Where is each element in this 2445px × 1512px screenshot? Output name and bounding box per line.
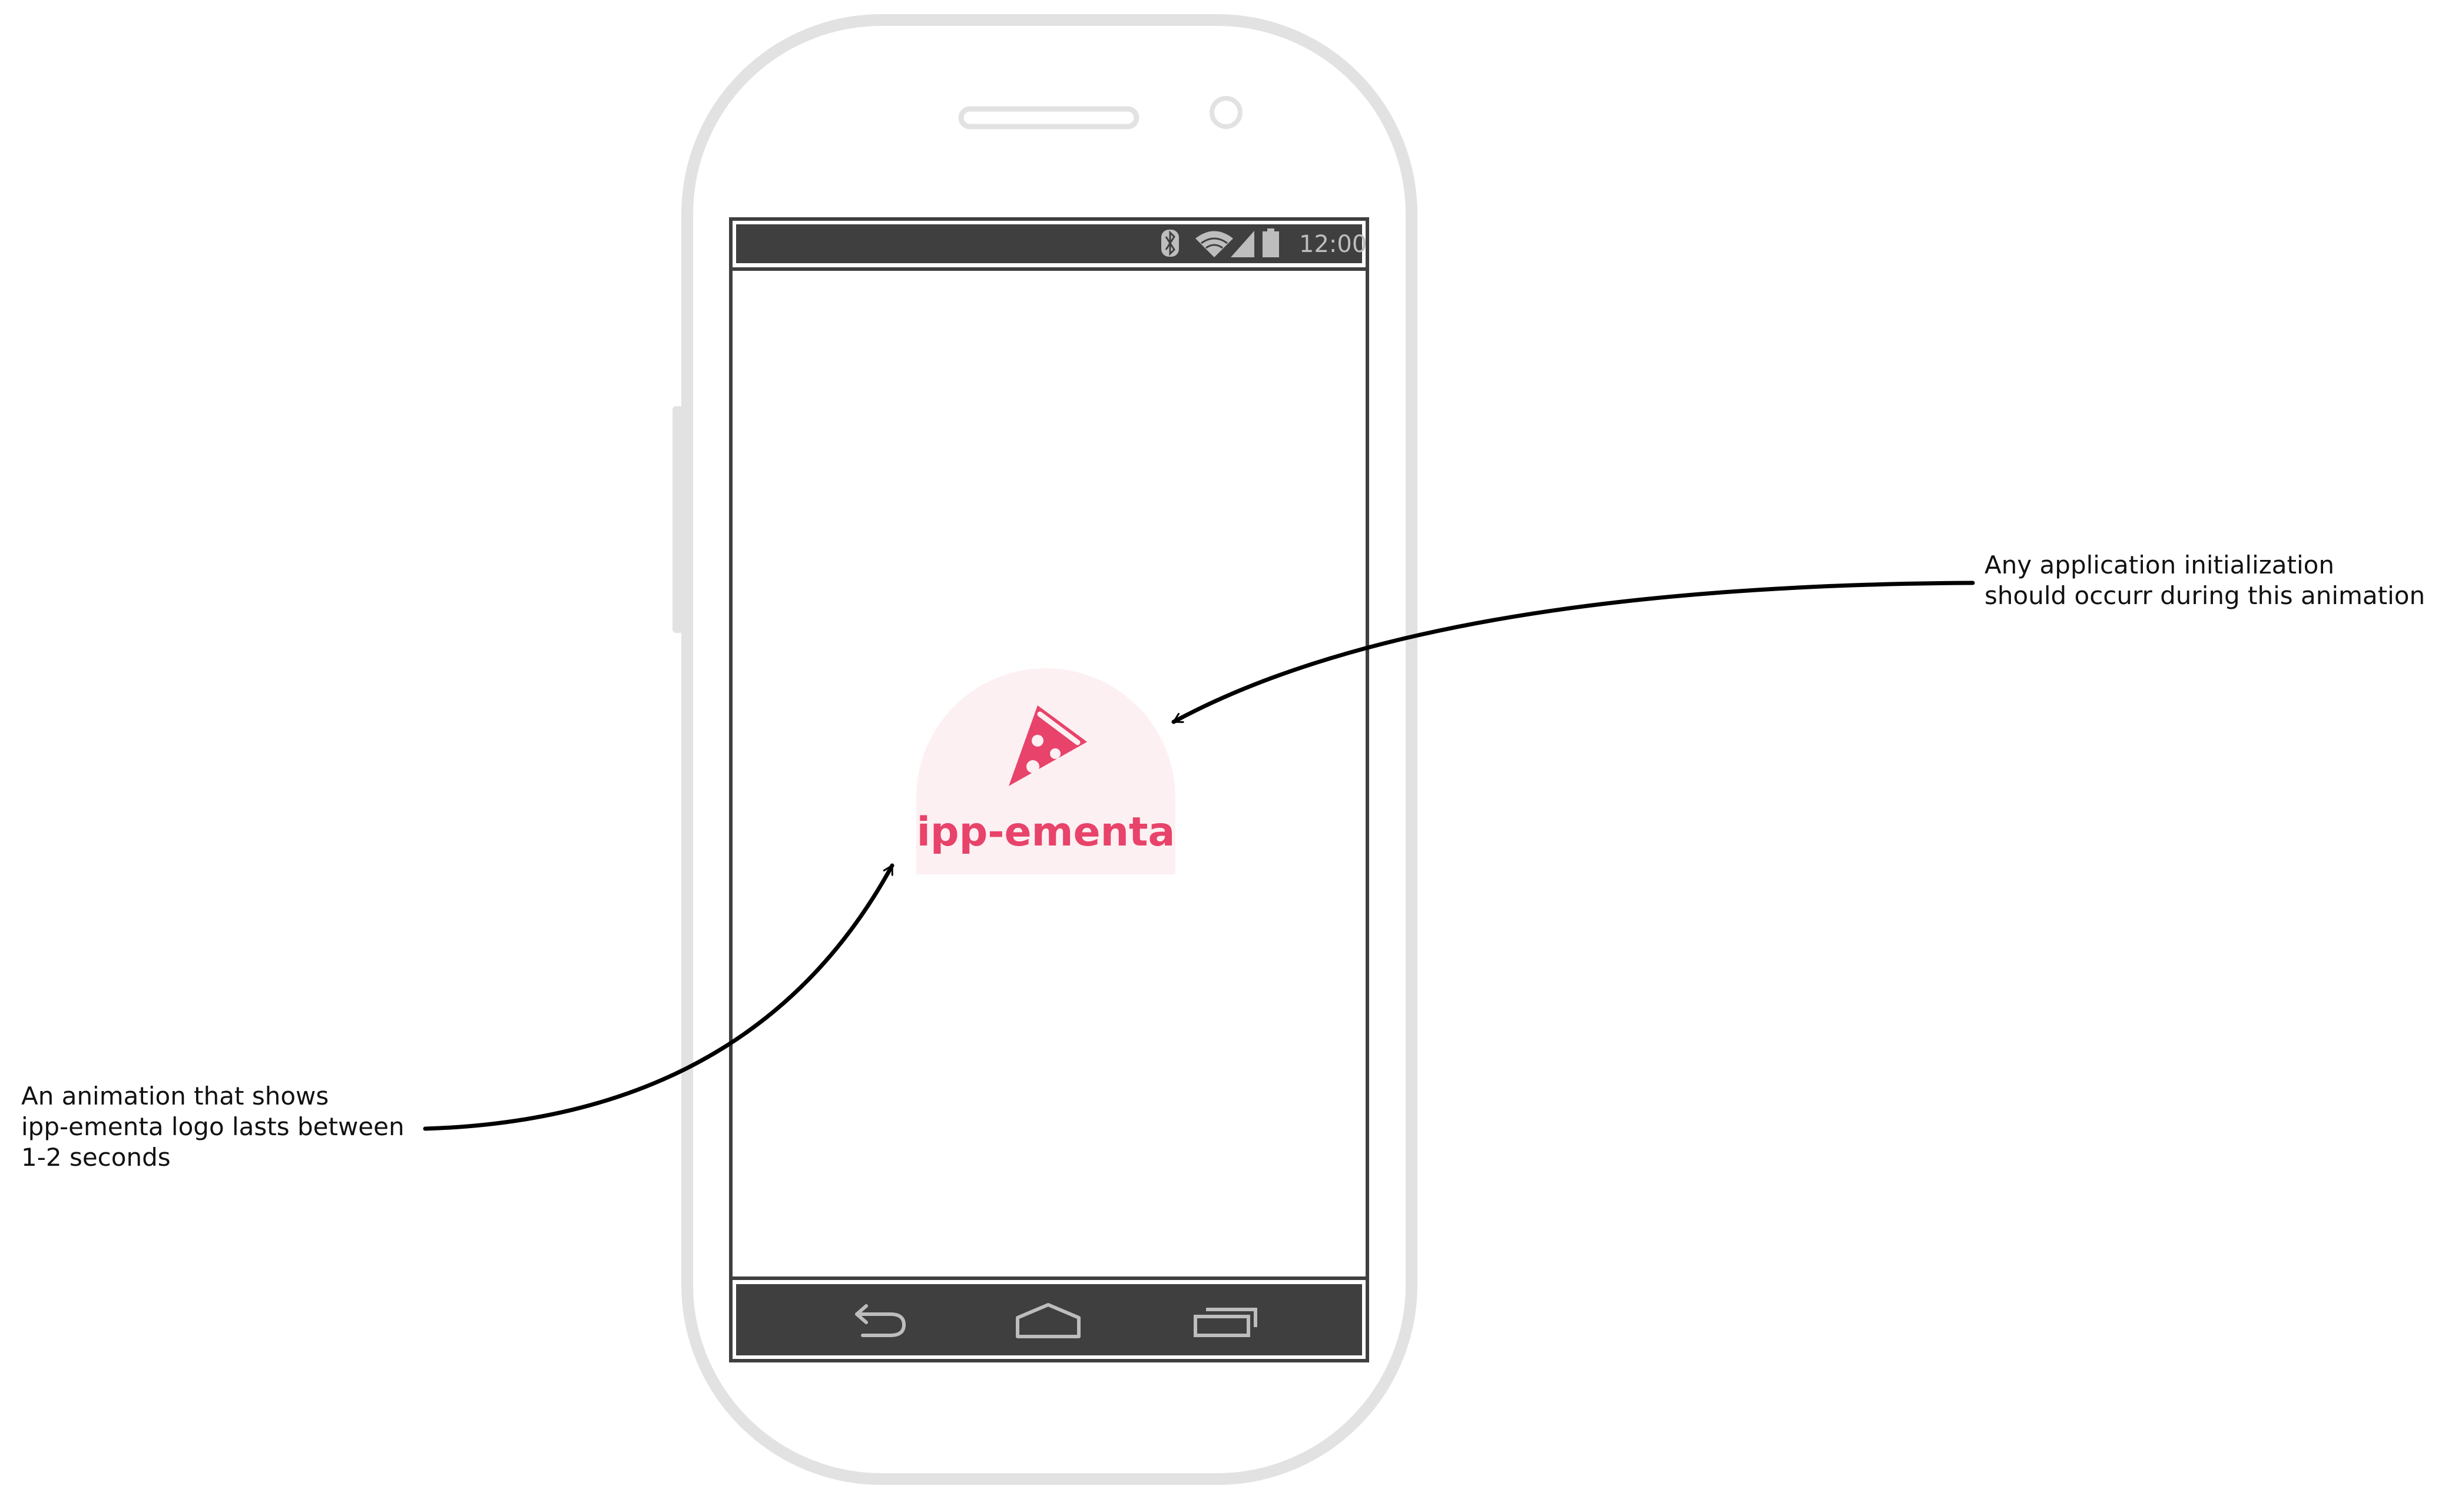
status-bar-background — [736, 224, 1362, 263]
navigation-bar-background — [736, 1284, 1362, 1355]
back-icon[interactable] — [855, 1304, 906, 1337]
side-button[interactable] — [672, 406, 683, 633]
pizza-slice-icon — [1009, 705, 1087, 786]
home-icon[interactable] — [1016, 1303, 1081, 1338]
left-annotation-line: ipp-ementa logo lasts between — [21, 1112, 405, 1141]
front-camera — [1210, 96, 1243, 129]
left-annotation-arrow — [423, 863, 894, 1131]
right-annotation-line: Any application initialization — [1985, 551, 2334, 579]
phone-screen: 12:00 ipp-ementa — [729, 217, 1369, 1362]
splash-logo: ipp-ementa — [916, 668, 1175, 874]
status-bar: 12:00 — [731, 224, 1367, 271]
status-clock: 12:00 — [1299, 231, 1367, 258]
left-annotation-line: An animation that shows — [21, 1082, 329, 1110]
bluetooth-icon — [1161, 230, 1179, 257]
recent-apps-icon[interactable] — [1194, 1308, 1257, 1337]
navigation-bar — [731, 1276, 1367, 1355]
app-name: ipp-ementa — [917, 809, 1175, 856]
earpiece-speaker — [958, 106, 1139, 130]
right-annotation-arrow — [1171, 581, 1975, 724]
wifi-icon — [1195, 231, 1233, 257]
battery-icon — [1263, 228, 1279, 257]
right-annotation: Any application initialization should oc… — [1985, 551, 2425, 610]
left-annotation: An animation that shows ipp-ementa logo … — [21, 1082, 405, 1172]
right-annotation-line: should occurr during this animation — [1985, 581, 2425, 610]
left-annotation-line: 1-2 seconds — [21, 1143, 171, 1172]
cell-signal-icon — [1231, 231, 1254, 257]
